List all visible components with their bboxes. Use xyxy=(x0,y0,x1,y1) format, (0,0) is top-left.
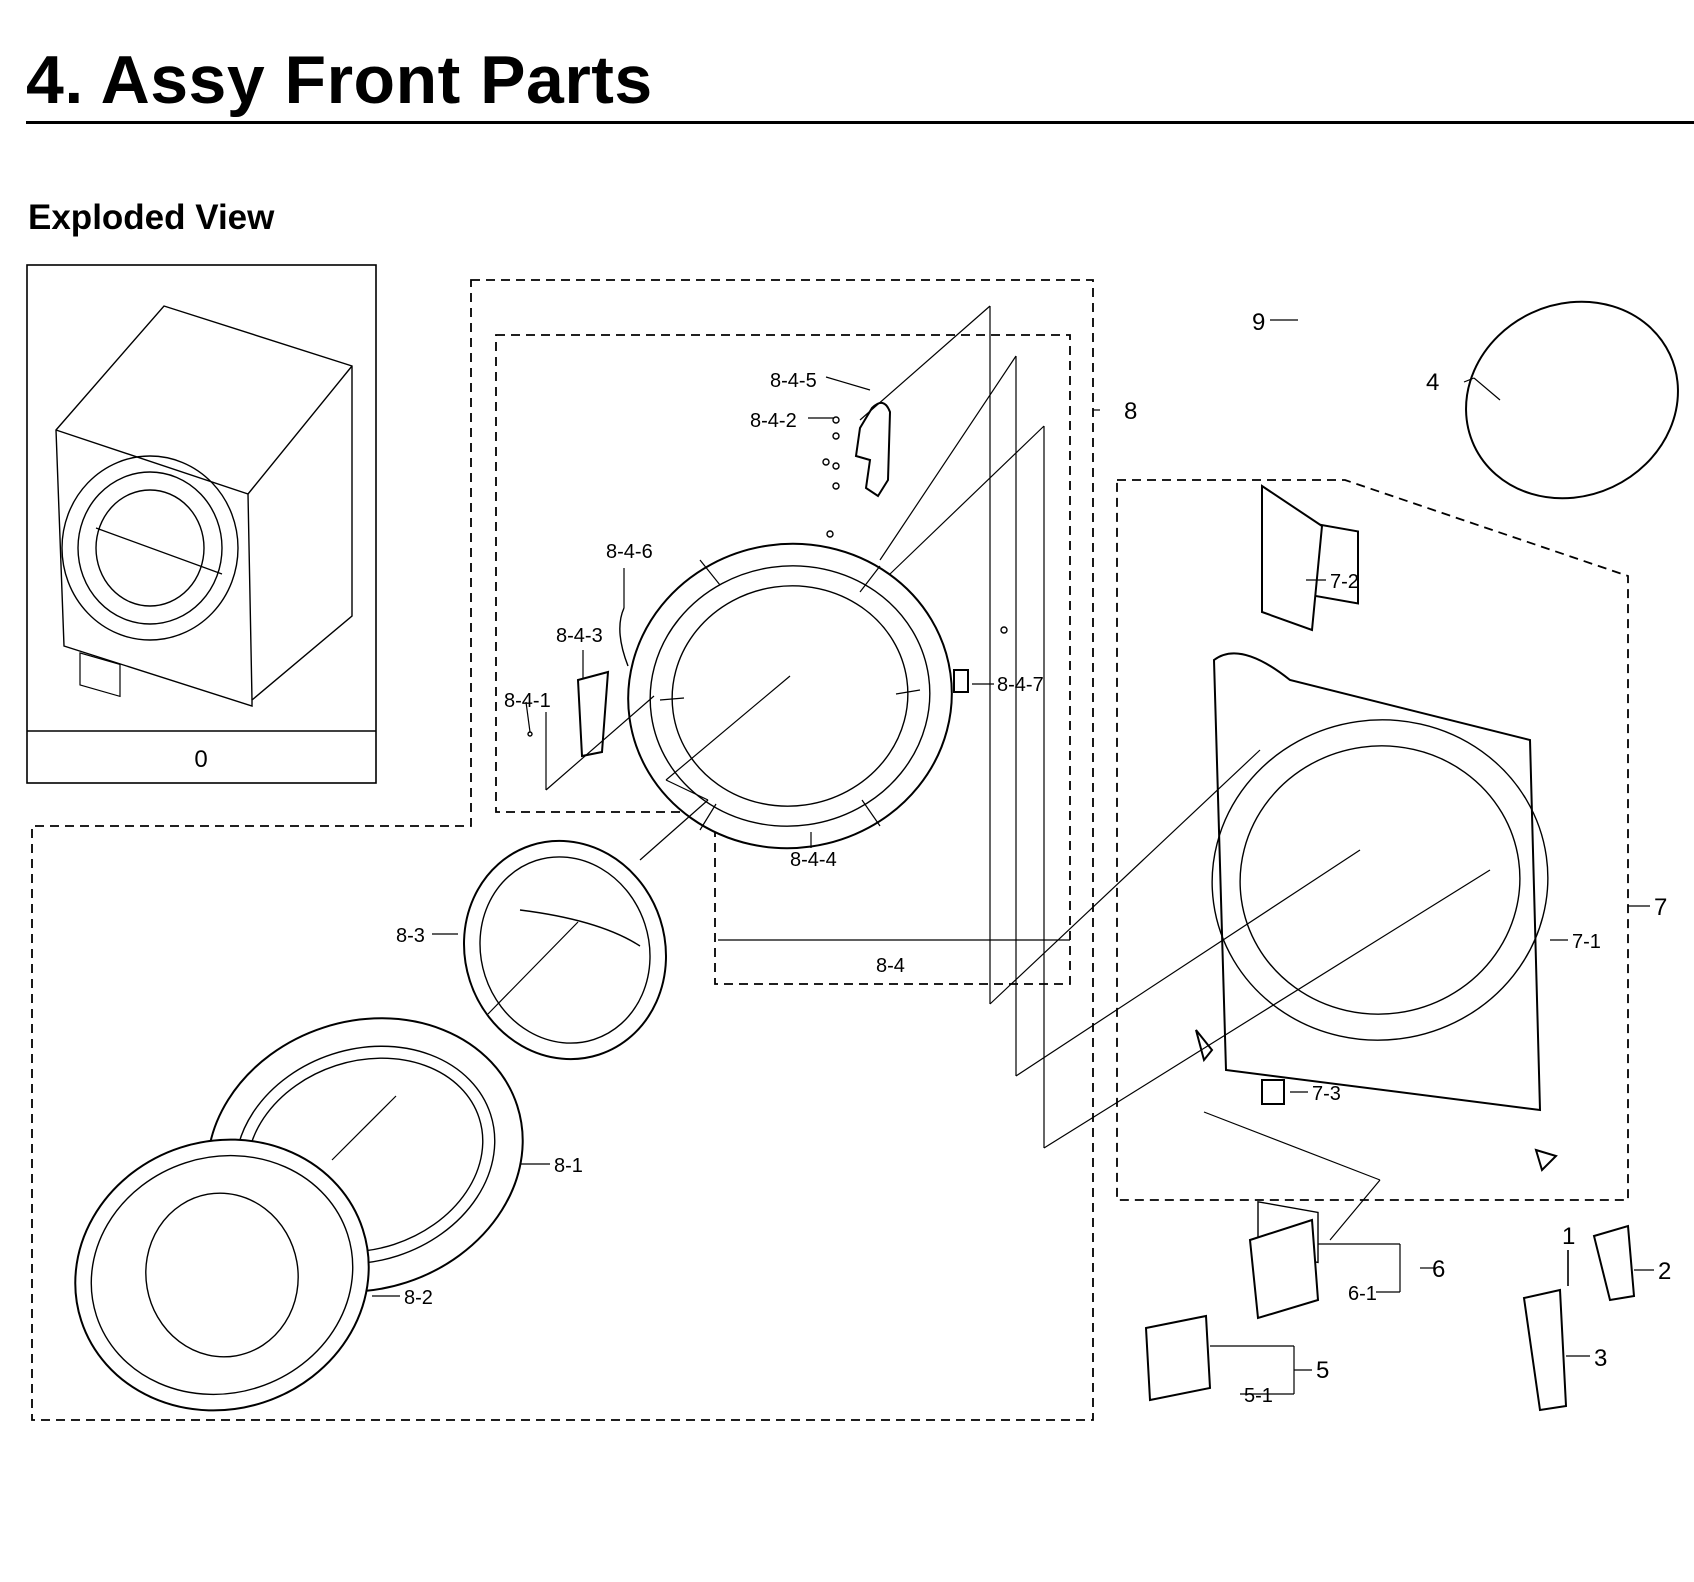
callout-3: 3 xyxy=(1594,1345,1607,1372)
callout-8-4-4: 8-4-4 xyxy=(790,849,837,871)
callout-7-2: 7-2 xyxy=(1330,571,1359,593)
title-underline xyxy=(26,121,1694,124)
lock-part xyxy=(1592,1224,1636,1302)
callout-7: 7 xyxy=(1654,894,1667,921)
hinge-part xyxy=(822,401,892,538)
bracket-part xyxy=(1261,484,1324,632)
group-8-4-boundary xyxy=(495,334,1071,985)
leader-lines xyxy=(331,305,1654,1395)
callout-labels: 8-4-5 8-4-2 8 8-4-6 8-4-3 8-4-1 8-4-7 8-… xyxy=(396,309,1671,1407)
callout-8-2: 8-2 xyxy=(404,1287,433,1309)
callout-9: 9 xyxy=(1252,309,1265,336)
switch-part xyxy=(1261,1079,1285,1105)
door-frame-ring xyxy=(627,542,953,850)
cover-part xyxy=(1144,1314,1212,1402)
section-subtitle: Exploded View xyxy=(28,198,275,237)
switch-assembly xyxy=(1522,1288,1568,1412)
callout-8-4-1: 8-4-1 xyxy=(504,690,551,712)
door-glass xyxy=(74,1138,370,1412)
gasket-ring xyxy=(1465,300,1679,500)
door-handle xyxy=(576,670,610,758)
thumbnail-label: 0 xyxy=(194,746,207,773)
door-glass-holder xyxy=(463,839,667,1061)
callout-6: 6 xyxy=(1432,1256,1445,1283)
latch-part xyxy=(953,669,969,693)
callout-8-3: 8-3 xyxy=(396,925,425,947)
callout-8-4-6: 8-4-6 xyxy=(606,541,653,563)
clip-left xyxy=(1195,1029,1214,1063)
callout-4: 4 xyxy=(1426,369,1439,396)
callout-6-1: 6-1 xyxy=(1348,1283,1377,1305)
spring-wire xyxy=(619,607,629,667)
callout-8-4-5: 8-4-5 xyxy=(770,370,817,392)
dispenser-housing xyxy=(1248,1218,1320,1320)
callout-8-4-7: 8-4-7 xyxy=(997,674,1044,696)
front-panel xyxy=(1211,652,1549,1264)
callout-5-1: 5-1 xyxy=(1244,1385,1273,1407)
page-title: 4. Assy Front Parts xyxy=(26,42,653,118)
callout-7-3: 7-3 xyxy=(1312,1083,1341,1105)
callout-8-4: 8-4 xyxy=(876,955,905,977)
callout-1: 1 xyxy=(1562,1223,1575,1250)
thumbnail-washer: 0 xyxy=(26,264,377,784)
callout-8-4-2: 8-4-2 xyxy=(750,410,797,432)
callout-8-1: 8-1 xyxy=(554,1155,583,1177)
callout-2: 2 xyxy=(1658,1258,1671,1285)
callout-7-1: 7-1 xyxy=(1572,931,1601,953)
callout-5: 5 xyxy=(1316,1357,1329,1384)
group-8-boundary xyxy=(31,279,1094,1421)
callout-8: 8 xyxy=(1124,398,1137,425)
callout-8-4-3: 8-4-3 xyxy=(556,625,603,647)
clip-right xyxy=(1534,1148,1558,1172)
